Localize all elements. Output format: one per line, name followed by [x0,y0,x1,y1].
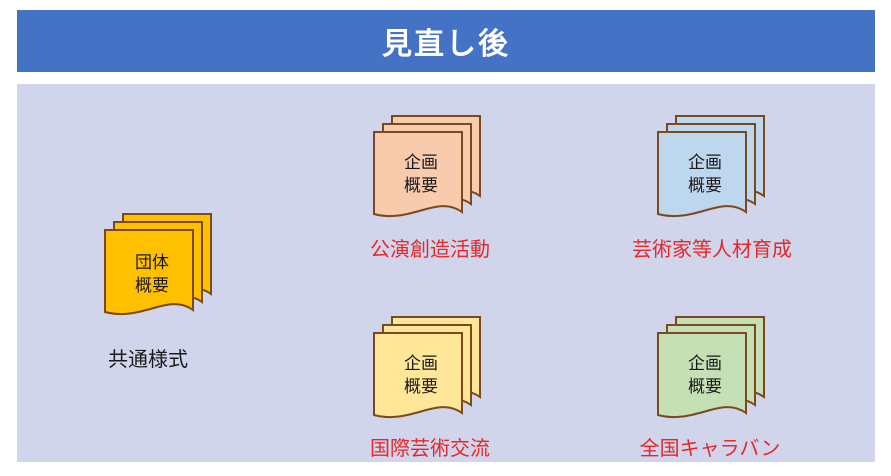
document-stack-icon [657,316,765,419]
caravan-caption: 全国キャラバン [639,436,781,460]
document-sheet-3 [373,131,463,218]
doc-line-1: 企画 [404,153,438,173]
document-stack-icon [373,316,481,419]
document-sheet-3 [657,131,747,218]
document-stack-icon [373,115,481,218]
doc-line-1: 団体 [135,253,169,273]
document-stack-icon [657,115,765,218]
doc-line-2: 概要 [404,377,438,397]
caravan-doc-icon: 企画 概要 [657,316,768,427]
document-sheet-3 [104,229,194,316]
training-caption: 芸術家等人材育成 [632,237,792,261]
training-doc-icon: 企画 概要 [657,115,768,226]
doc-line-1: 企画 [688,153,722,173]
doc-line-1: 企画 [404,354,438,374]
performance-doc-icon: 企画 概要 [373,115,484,226]
doc-line-2: 概要 [688,377,722,397]
common-form-caption: 共通様式 [108,347,188,371]
international-doc-icon: 企画 概要 [373,316,484,427]
page-title: 見直し後 [382,27,510,62]
common-form-doc-icon: 団体 概要 [104,213,215,324]
document-stack-icon [104,213,212,316]
doc-line-1: 企画 [688,354,722,374]
doc-line-2: 概要 [688,176,722,196]
international-caption: 国際芸術交流 [370,436,490,460]
document-sheet-3 [373,332,463,419]
performance-caption: 公演創造活動 [370,237,490,261]
page-title-bar: 見直し後 [17,10,875,72]
document-sheet-3 [657,332,747,419]
doc-line-2: 概要 [135,276,169,296]
doc-line-2: 概要 [404,176,438,196]
